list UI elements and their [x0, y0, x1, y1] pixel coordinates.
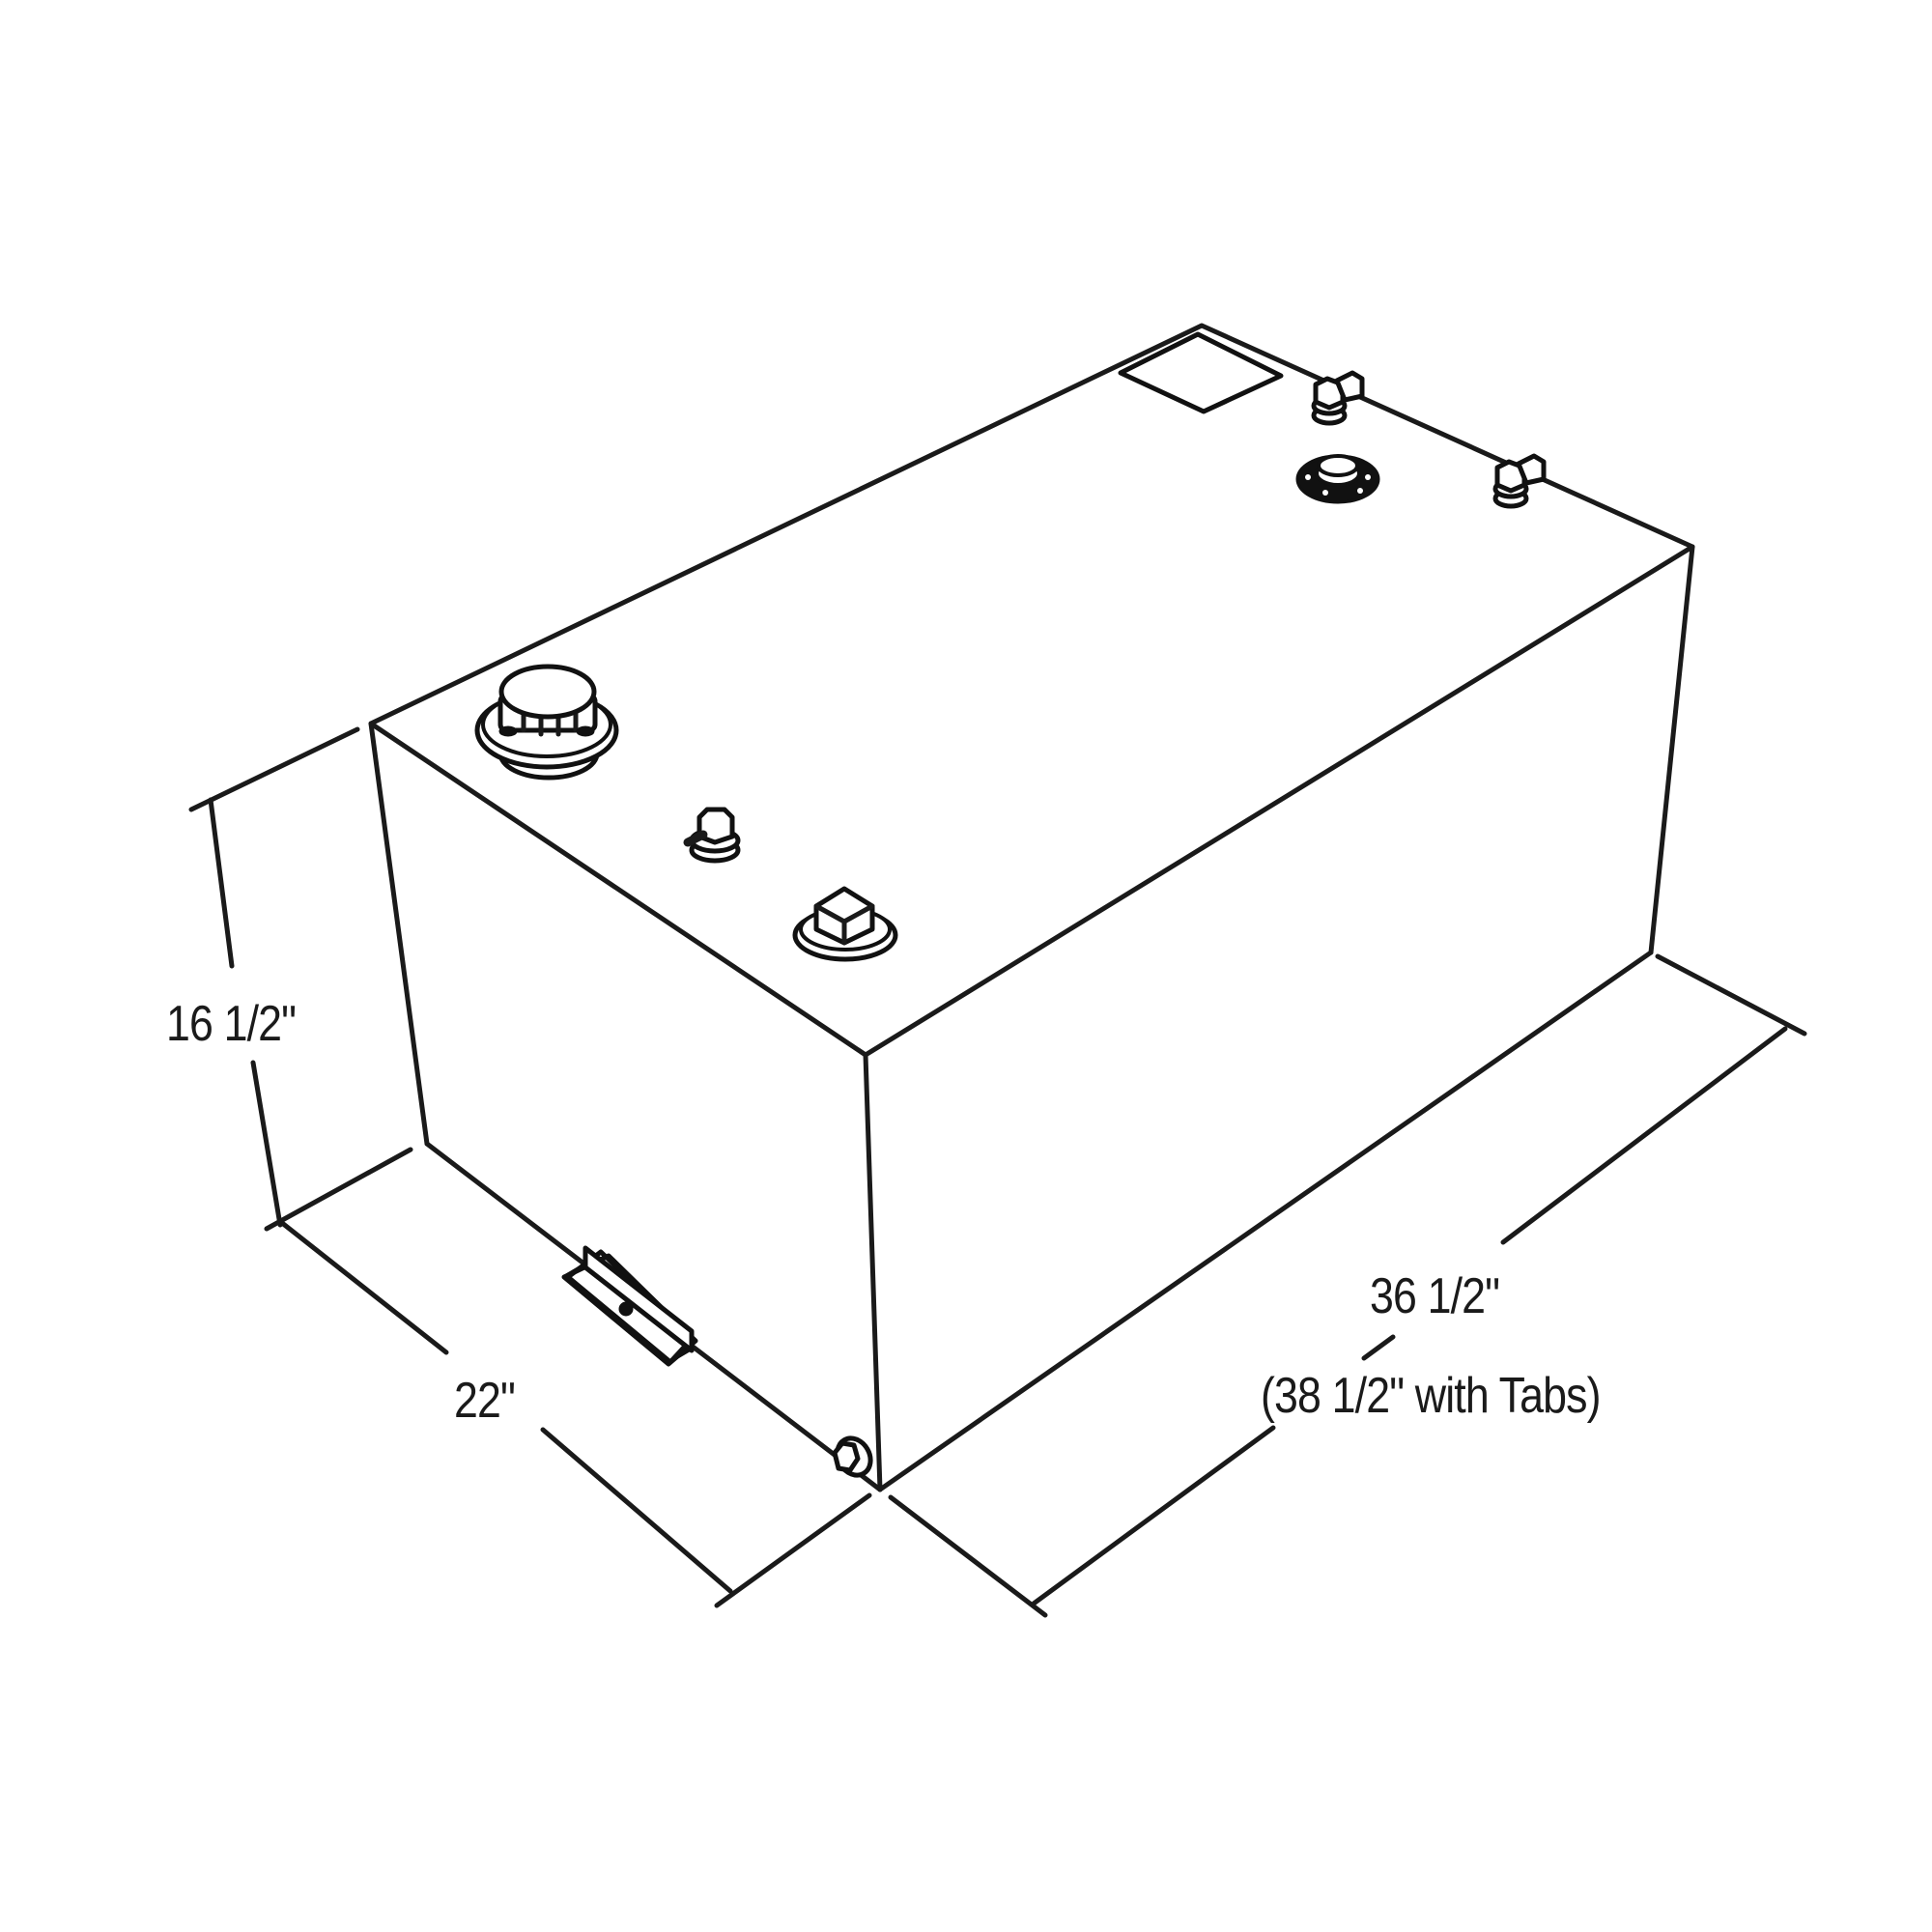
- tank-front-vertical-edge: [863, 1052, 883, 1492]
- dimension-width: [279, 1220, 872, 1608]
- vent-fitting-icon: [683, 807, 741, 864]
- width-dimension-label: 22": [454, 1373, 516, 1429]
- square-plug-icon: [792, 886, 898, 962]
- length-dimension-label: 36 1/2": [1370, 1268, 1500, 1324]
- length-with-tabs-label: (38 1/2" with Tabs): [1261, 1368, 1602, 1424]
- height-dimension-label: 16 1/2": [166, 996, 297, 1052]
- flange-port-icon: [1295, 454, 1380, 504]
- tank-right-vertical-edge: [1648, 544, 1695, 955]
- elbow-fitting-icon: [1311, 370, 1365, 426]
- tank-left-vertical-edge: [368, 721, 430, 1147]
- mounting-tab-icon: [561, 1245, 698, 1367]
- dimension-height: [188, 726, 413, 1232]
- elbow-fitting-icon: [1492, 453, 1547, 509]
- tank-body: [368, 323, 1695, 1492]
- access-plate-icon: [1118, 331, 1284, 414]
- dimension-length: [888, 953, 1807, 1618]
- fuel-fill-cap-icon: [474, 664, 619, 781]
- tank-bottom-right-edge: [877, 950, 1654, 1492]
- drain-plug-icon: [832, 1435, 873, 1478]
